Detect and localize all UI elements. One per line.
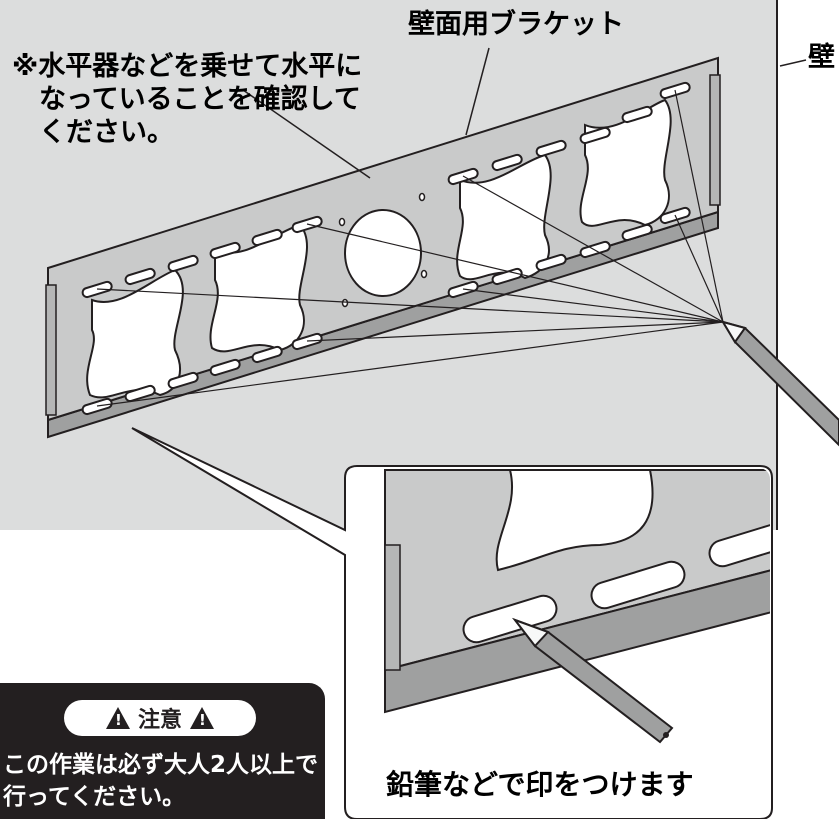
warning-triangle-icon (105, 707, 130, 729)
caution-header: 注意 (64, 700, 256, 736)
wall-label: 壁 (808, 42, 835, 73)
pencil-note: 鉛筆などで印をつけます (386, 768, 694, 801)
zoom-detail (384, 469, 770, 744)
bracket-left-tab (45, 284, 57, 416)
bracket-right-tab (709, 74, 721, 206)
caution-box: 注意 この作業は必ず大人2人以上で 行ってください。 (0, 683, 325, 819)
bracket-screw-holes (338, 192, 428, 308)
bracket-label: 壁面用ブラケット (408, 9, 624, 40)
caution-text: この作業は必ず大人2人以上で 行ってください。 (3, 752, 319, 810)
marking-lines (96, 89, 724, 407)
warning-triangle-icon (190, 707, 214, 729)
level-note: ※水平器などを乗せて水平に なっていることを確認して ください。 (12, 51, 363, 148)
caution-title: 注意 (137, 708, 182, 733)
pencil-icon (720, 320, 839, 447)
